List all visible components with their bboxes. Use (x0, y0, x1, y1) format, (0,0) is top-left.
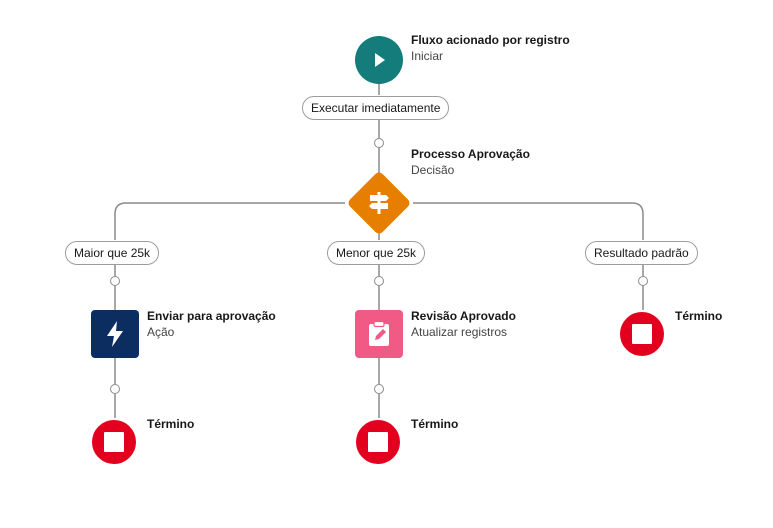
update-subtitle: Atualizar registros (411, 325, 508, 339)
decision-node[interactable] (346, 170, 412, 236)
stop-icon (368, 432, 388, 452)
connector-dot[interactable] (374, 384, 384, 394)
branch-default-outcome[interactable]: Resultado padrão (585, 241, 698, 265)
signpost-icon (369, 192, 389, 214)
decision-label: Processo Aprovação Decisão (411, 146, 530, 178)
connector-dot[interactable] (110, 384, 120, 394)
connector-dot[interactable] (638, 276, 648, 286)
play-icon (375, 53, 385, 67)
start-title: Fluxo acionado por registro (411, 33, 570, 47)
run-immediately-pill[interactable]: Executar imediatamente (302, 96, 450, 120)
end-title: Término (675, 309, 723, 323)
connector-dot[interactable] (374, 276, 384, 286)
end-node[interactable] (618, 310, 666, 358)
action-label: Enviar para aprovação Ação (147, 308, 276, 340)
branch-greater-25k[interactable]: Maior que 25k (65, 241, 160, 265)
action-node[interactable] (91, 310, 139, 358)
start-label: Fluxo acionado por registro Iniciar (411, 32, 570, 64)
end-label: Término (411, 416, 458, 432)
connector-dot[interactable] (110, 276, 120, 286)
stop-icon (632, 324, 652, 344)
lightning-icon (107, 321, 123, 347)
decision-subtitle: Decisão (411, 163, 455, 177)
end-node[interactable] (354, 418, 402, 466)
action-subtitle: Ação (147, 325, 175, 339)
connector-dot[interactable] (374, 138, 384, 148)
end-title: Término (411, 417, 459, 431)
end-label: Término (675, 308, 722, 324)
end-title: Término (147, 417, 195, 431)
decision-title: Processo Aprovação (411, 147, 530, 161)
action-title: Enviar para aprovação (147, 309, 276, 323)
start-node[interactable] (355, 36, 403, 84)
start-subtitle: Iniciar (411, 49, 444, 63)
clipboard-edit-icon (369, 320, 389, 346)
update-records-label: Revisão Aprovado Atualizar registros (411, 308, 516, 340)
update-title: Revisão Aprovado (411, 309, 516, 323)
end-node[interactable] (90, 418, 138, 466)
end-label: Término (147, 416, 194, 432)
branch-less-25k[interactable]: Menor que 25k (327, 241, 426, 265)
stop-icon (104, 432, 124, 452)
update-records-node[interactable] (355, 310, 403, 358)
